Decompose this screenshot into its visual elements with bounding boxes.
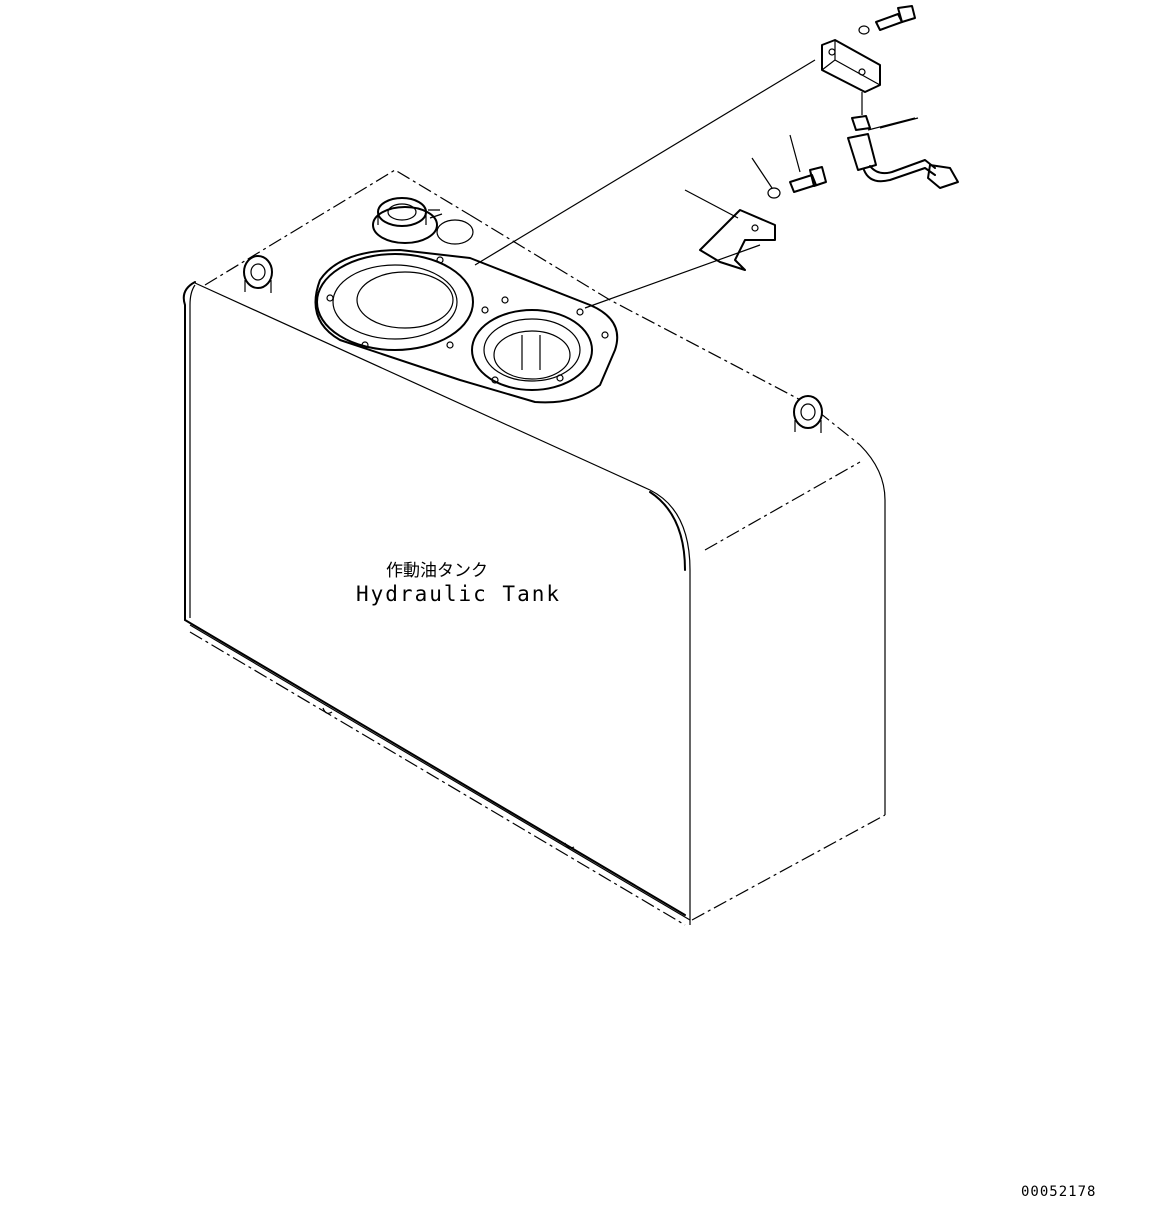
leader-line-bracket <box>584 244 761 309</box>
leader-line-sensor <box>879 117 919 129</box>
tank-label-english: Hydraulic Tank <box>356 582 562 606</box>
oil-level-sensor <box>847 92 959 189</box>
mounting-block <box>821 39 881 93</box>
tank-cover-flange <box>314 249 619 404</box>
bolt-top <box>858 5 916 35</box>
sensor-bracket <box>684 189 776 271</box>
drawing-number: 00052178 <box>1021 1184 1097 1200</box>
leader-line-block <box>474 59 816 266</box>
tank-label-japanese: 作動油タンク <box>386 561 488 581</box>
bolt-middle <box>751 134 827 199</box>
hydraulic-tank <box>182 169 886 926</box>
filler-cap <box>372 197 474 245</box>
